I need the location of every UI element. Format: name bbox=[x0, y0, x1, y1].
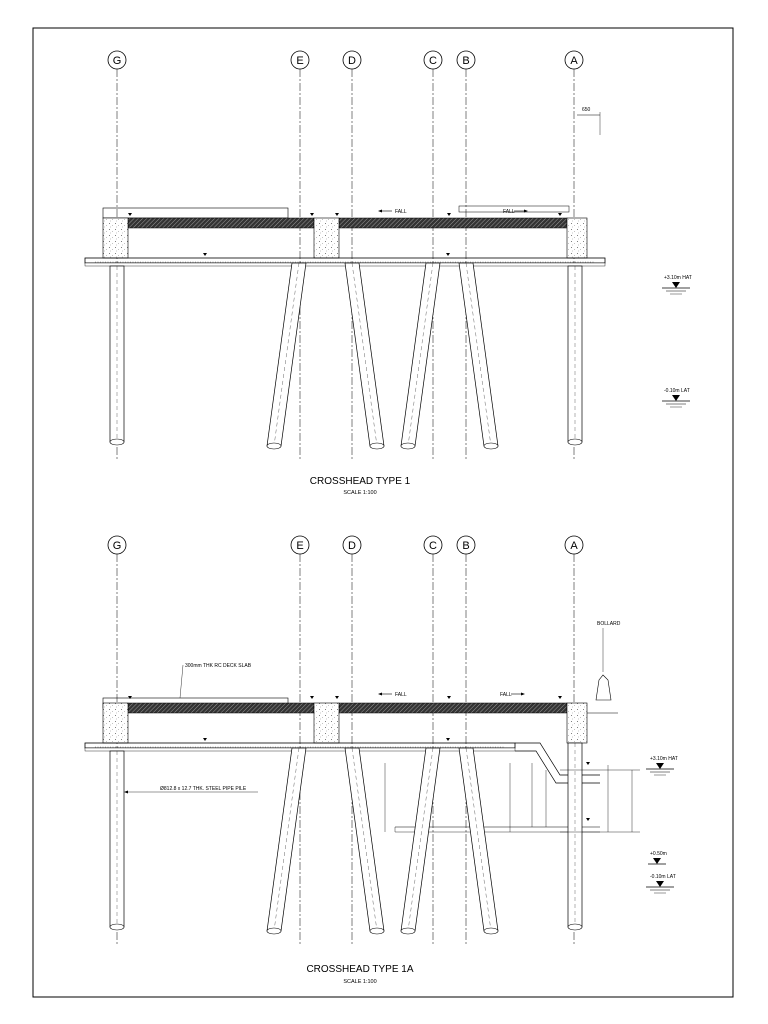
water-level-label: +3.10m HAT bbox=[650, 756, 678, 762]
section-title: CROSSHEAD TYPE 1A bbox=[306, 964, 413, 975]
pile-raked-d bbox=[344, 262, 385, 450]
section-crosshead-type-1a: G E D C B A 300mm THK RC D bbox=[84, 535, 678, 985]
grid-label-d: D bbox=[348, 540, 356, 552]
deck-structure bbox=[84, 205, 606, 267]
grid-line-e: E bbox=[290, 50, 310, 460]
pile-raked-c bbox=[400, 262, 441, 450]
pile-vertical-a bbox=[567, 742, 583, 931]
grid-label-d: D bbox=[348, 55, 356, 67]
grid-label-g: G bbox=[113, 55, 122, 67]
water-level-label: -0.10m LAT bbox=[650, 874, 676, 880]
pile-raked-e bbox=[266, 262, 307, 450]
dimension-650: 650 bbox=[577, 107, 601, 135]
water-level-hat: +3.10m HAT bbox=[662, 275, 692, 295]
deck-slab-label: 300mm THK RC DECK SLAB bbox=[185, 663, 252, 669]
pile-raked-c bbox=[400, 747, 441, 935]
fall-arrow-left: FALL bbox=[378, 209, 407, 215]
fall-label: FALL bbox=[395, 209, 407, 215]
water-level-lat: -0.10m LAT bbox=[662, 388, 690, 408]
water-level-label: -0.10m LAT bbox=[664, 388, 690, 394]
section-title: CROSSHEAD TYPE 1 bbox=[310, 476, 411, 487]
pile-vertical-g bbox=[109, 265, 125, 446]
deck-slab-note: 300mm THK RC DECK SLAB bbox=[179, 663, 252, 699]
grid-line-d: D bbox=[342, 535, 362, 945]
grid-line-d: D bbox=[342, 50, 362, 460]
pile-vertical-g bbox=[109, 750, 125, 931]
grid-label-e: E bbox=[296, 55, 303, 67]
pile-callout-label: Ø812.8 x 12.7 THK. STEEL PIPE PILE bbox=[160, 786, 247, 792]
grid-line-e: E bbox=[290, 535, 310, 945]
grid-line-c: C bbox=[423, 50, 443, 460]
pile-raked-e bbox=[266, 747, 307, 935]
grid-line-c: C bbox=[423, 535, 443, 945]
fall-arrow-right: FALL bbox=[503, 209, 528, 215]
level-markers bbox=[128, 213, 562, 256]
grid-label-c: C bbox=[429, 540, 437, 552]
water-level-hat: +3.10m HAT bbox=[646, 756, 678, 776]
level-markers bbox=[128, 696, 590, 821]
dimension-label: 650 bbox=[582, 107, 591, 113]
pile-raked-b bbox=[458, 262, 499, 450]
pile-raked-d bbox=[344, 747, 385, 935]
water-level-mid: +0.50m bbox=[648, 851, 667, 865]
fall-arrow-right: FALL bbox=[500, 692, 525, 698]
dimension-lines bbox=[384, 763, 640, 833]
grid-label-c: C bbox=[429, 55, 437, 67]
grid-label-b: B bbox=[462, 540, 469, 552]
grid-label-b: B bbox=[462, 55, 469, 67]
grid-line-b: B bbox=[456, 535, 476, 945]
bollard: BOLLARD bbox=[595, 621, 621, 701]
grid-line-b: B bbox=[456, 50, 476, 460]
water-level-label: +0.50m bbox=[650, 851, 667, 857]
pile-vertical-a bbox=[567, 265, 583, 446]
fall-label: FALL bbox=[500, 692, 512, 698]
pile-raked-b bbox=[458, 747, 499, 935]
grid-label-a: A bbox=[570, 540, 578, 552]
sheet-border bbox=[32, 27, 734, 998]
section-scale: SCALE 1:100 bbox=[343, 979, 376, 985]
grid-label-a: A bbox=[570, 55, 578, 67]
fall-label: FALL bbox=[503, 209, 515, 215]
grid-label-g: G bbox=[113, 540, 122, 552]
bollard-label: BOLLARD bbox=[597, 621, 621, 627]
pile-callout: Ø812.8 x 12.7 THK. STEEL PIPE PILE bbox=[124, 786, 258, 794]
grid-label-e: E bbox=[296, 540, 303, 552]
water-level-lat: -0.10m LAT bbox=[646, 874, 676, 894]
section-scale: SCALE 1:100 bbox=[343, 490, 376, 496]
water-level-label: +3.10m HAT bbox=[664, 275, 692, 281]
fall-arrow-left: FALL bbox=[378, 692, 407, 698]
fall-label: FALL bbox=[395, 692, 407, 698]
section-crosshead-type-1: G E D C B A bbox=[84, 50, 692, 496]
